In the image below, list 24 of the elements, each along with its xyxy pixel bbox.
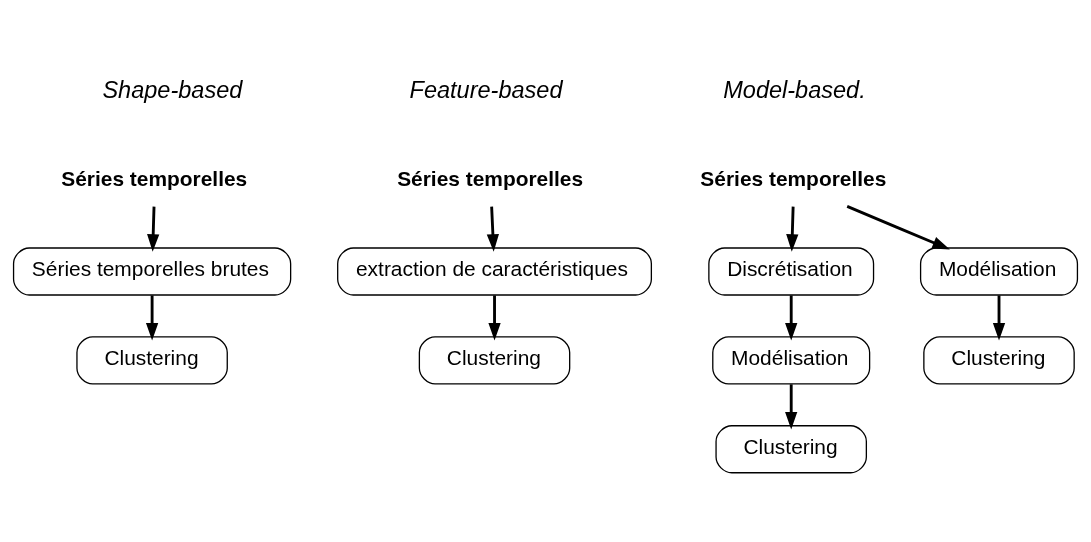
node-text: Séries temporelles: [700, 166, 887, 190]
arrow: [785, 294, 798, 341]
label: Feature-based: [409, 76, 563, 103]
node-box: Clustering: [715, 424, 867, 473]
node-box: extraction de caractéristiques: [337, 246, 652, 296]
arrow: [786, 206, 799, 252]
node-text: Séries temporelles: [61, 166, 248, 190]
arrow: [147, 206, 160, 252]
node-box: Clustering: [418, 335, 571, 385]
arrow: [488, 294, 501, 341]
node-text: Séries temporelles: [397, 166, 584, 190]
arrow: [486, 206, 499, 252]
label: Shape-based: [102, 76, 243, 103]
node-box: Modélisation: [919, 246, 1079, 296]
node-box: Clustering: [923, 335, 1075, 385]
node-box: Discrétisation: [708, 246, 875, 296]
node-box: Modélisation: [712, 335, 871, 385]
label: Model-based.: [723, 76, 866, 103]
node-box: Clustering: [76, 335, 228, 385]
arrow: [145, 294, 159, 341]
arrow: [846, 204, 950, 250]
arrow: [785, 383, 798, 429]
node-box: Séries temporelles brutes: [12, 246, 292, 296]
arrow: [992, 294, 1006, 341]
